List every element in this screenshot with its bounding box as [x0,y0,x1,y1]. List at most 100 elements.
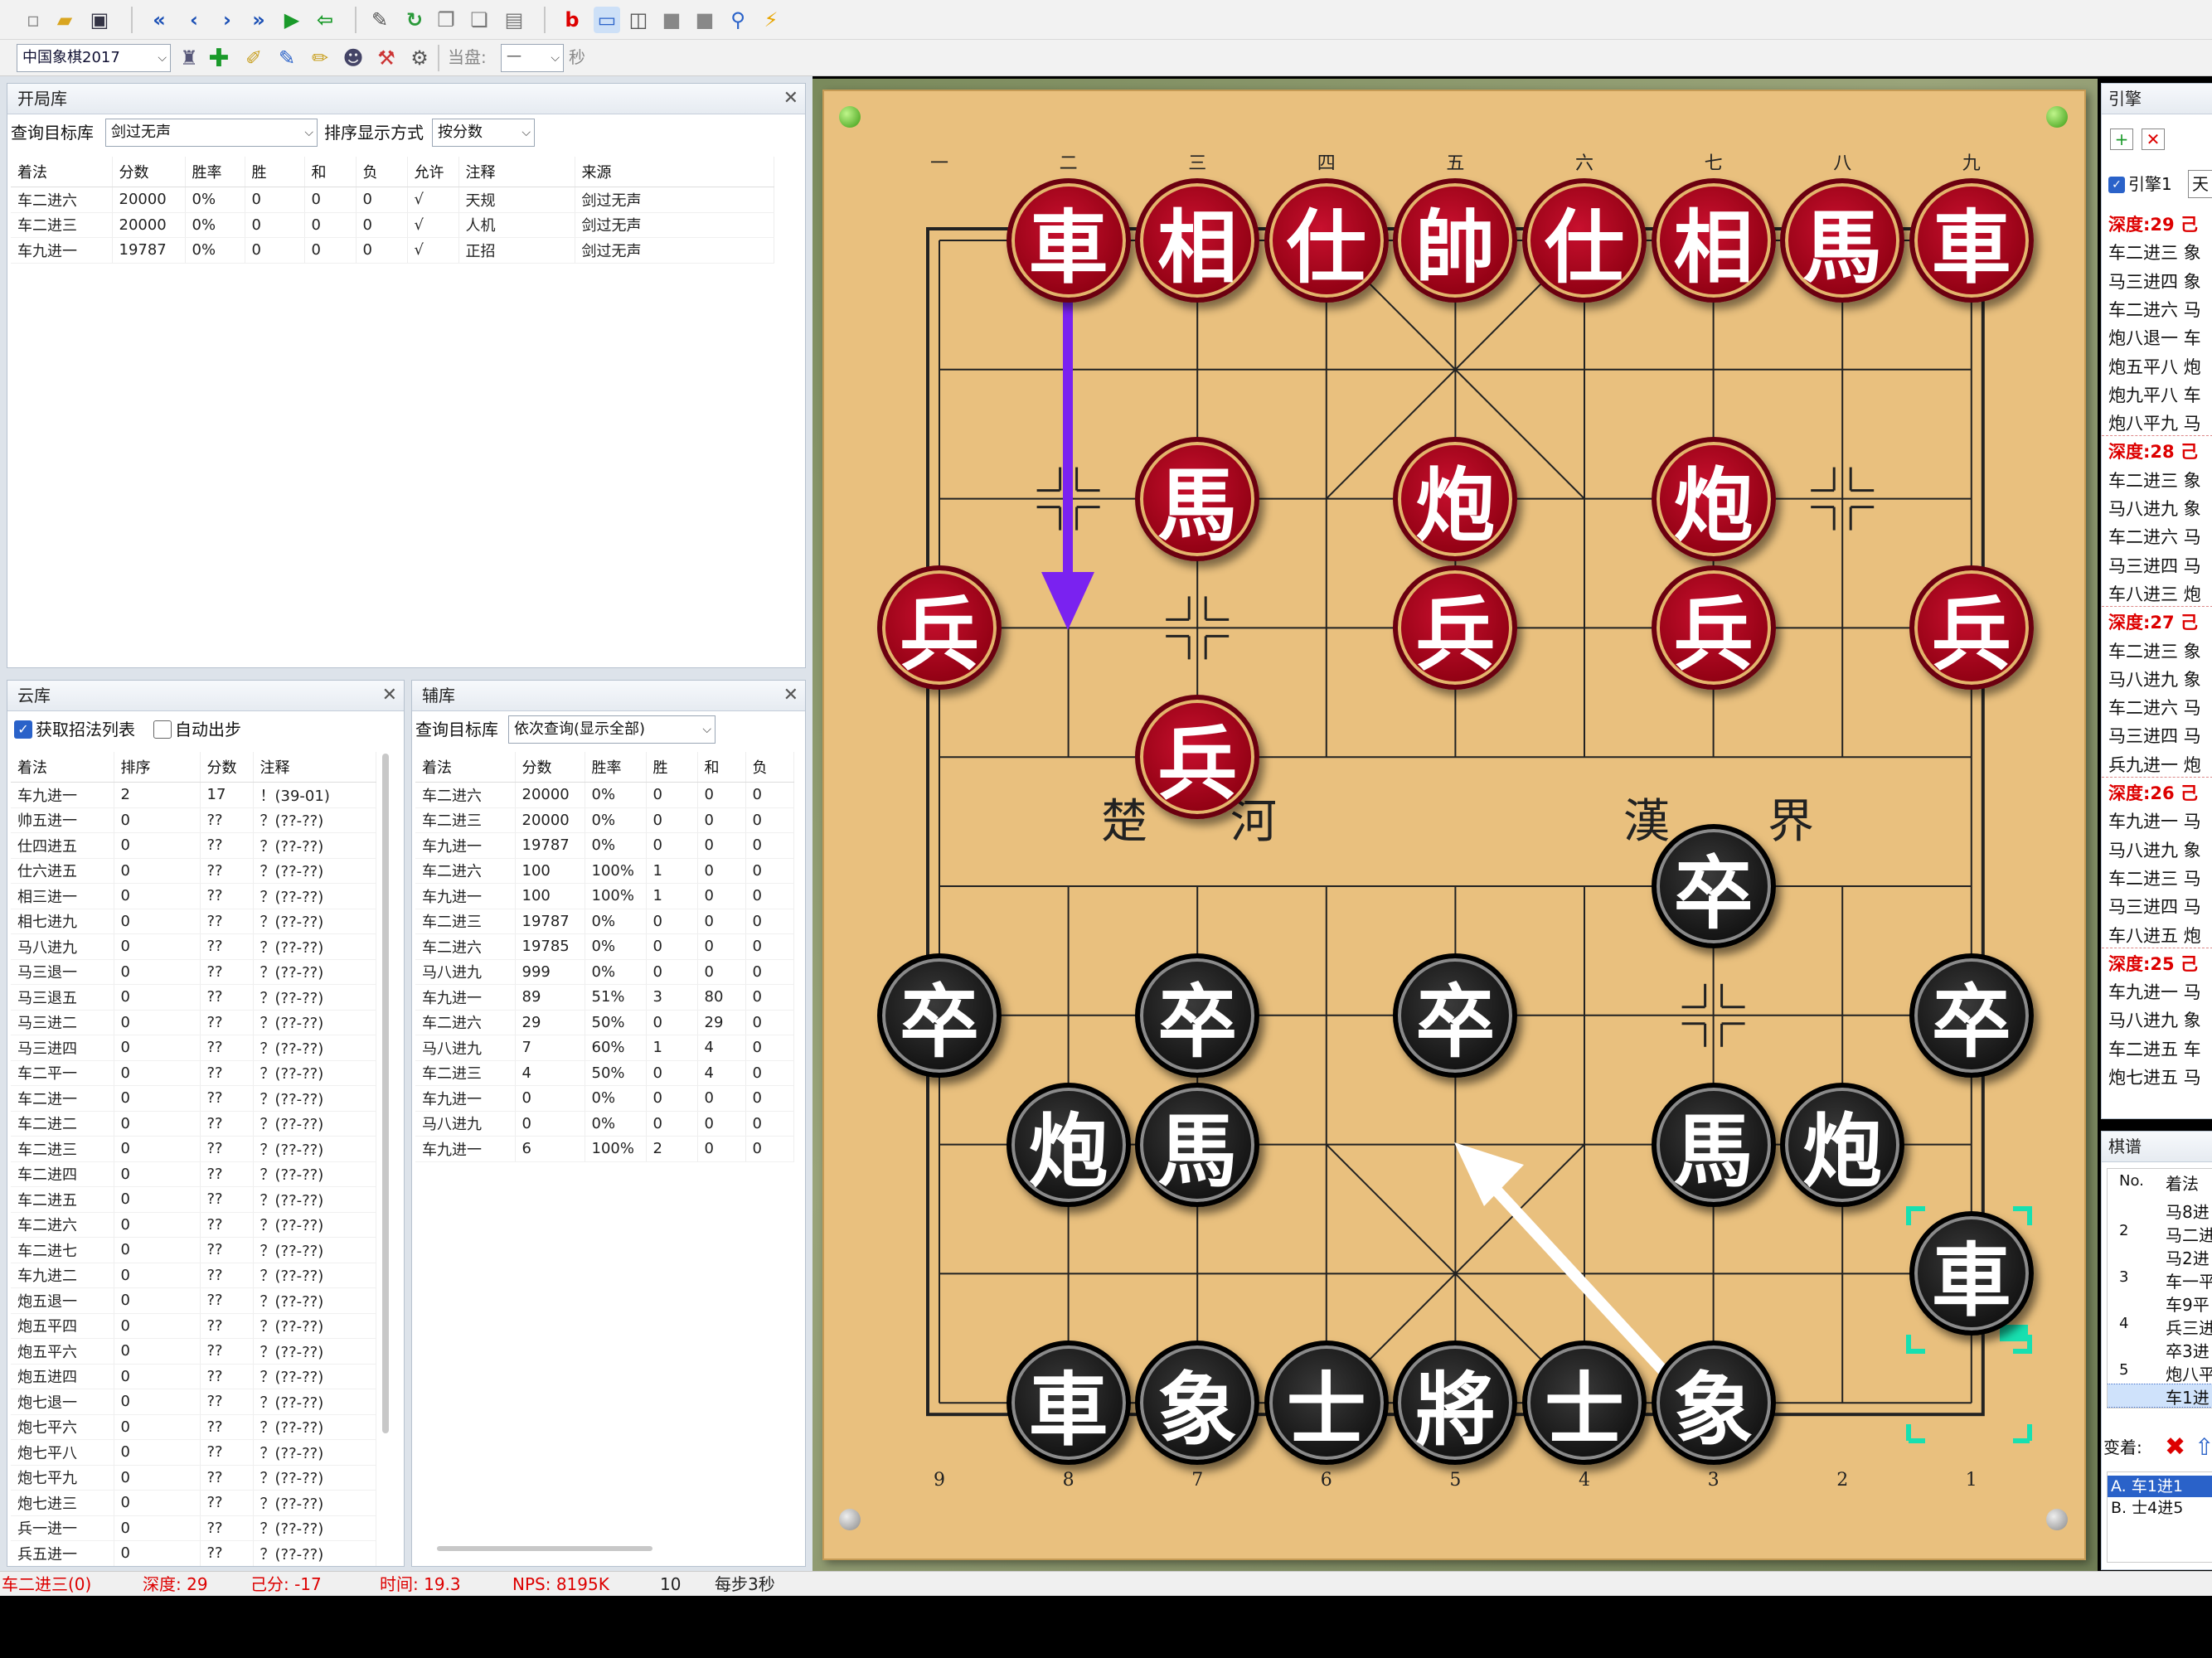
new-file-icon[interactable]: ▫ [26,8,41,32]
black-piece[interactable]: 士 [1522,1340,1647,1466]
add-icon[interactable]: ✚ [208,43,230,73]
red-piece[interactable]: 炮 [1651,436,1776,561]
variation-item[interactable]: B. 士4进5 [2111,1499,2184,1517]
aux-query-dropdown[interactable]: 依次查询(显示全部) ⌵ [508,715,716,744]
black-piece[interactable]: 象 [1135,1340,1260,1466]
red-piece[interactable]: 炮 [1393,436,1518,561]
save-icon[interactable]: ▣ [90,8,109,32]
layout-split-icon[interactable]: ◫ [628,8,648,32]
red-piece[interactable]: 兵 [1909,565,2034,691]
engine1-checkbox[interactable]: ✓ [2108,177,2125,193]
close-icon[interactable]: ✕ [783,685,798,705]
user-icon[interactable]: ☻ [342,46,364,70]
black-piece[interactable]: 卒 [1393,953,1518,1078]
black-piece[interactable]: 炮 [1780,1082,1905,1207]
record-row[interactable]: 马2进 [2108,1245,2212,1268]
copy-icon[interactable]: ❐ [437,8,455,32]
play-icon[interactable]: ▶ [284,8,300,32]
layout-single-icon[interactable]: ▭ [594,7,620,33]
lightning-icon[interactable]: ⚡ [764,8,779,32]
record-row[interactable]: 车1进 [2108,1384,2212,1408]
fetch-moves-checkbox[interactable]: ✓ [14,720,32,739]
prev-move-icon[interactable]: ‹ [190,8,198,32]
record-row[interactable]: 车9平 [2108,1292,2212,1315]
add-engine-icon[interactable]: + [2110,128,2133,150]
black-piece[interactable]: 馬 [1135,1082,1260,1207]
open-folder-icon[interactable]: ▰ [56,8,73,32]
close-icon[interactable]: ✕ [783,88,798,109]
black-piece[interactable]: 車 [1909,1211,2034,1336]
record-row[interactable]: 卒3进 [2108,1338,2212,1361]
black-piece[interactable]: 卒 [1651,824,1776,948]
black-piece[interactable]: 馬 [1651,1082,1776,1207]
black-piece[interactable]: 卒 [877,953,1002,1078]
red-piece[interactable]: 兵 [877,565,1002,691]
engine-select[interactable]: 天 [2188,170,2212,198]
query-target-dropdown[interactable]: 剑过无声 ⌵ [105,119,318,147]
red-piece[interactable]: 相 [1651,178,1776,303]
red-piece[interactable]: 兵 [1135,695,1260,820]
red-piece[interactable]: 仕 [1522,178,1647,303]
record-row[interactable]: 马8进 [2108,1199,2212,1222]
auto-move-checkbox[interactable] [153,720,172,739]
last-move-icon[interactable]: » [252,8,265,32]
refresh-icon[interactable]: ↻ [405,8,424,32]
red-piece[interactable]: 車 [1006,178,1131,303]
move-up-icon[interactable]: ⇧ [2195,1435,2212,1460]
delete-variation-icon[interactable]: ✖ [2165,1433,2186,1462]
note-icon[interactable]: ✐ [245,46,263,70]
black-piece[interactable]: 卒 [1909,953,2034,1078]
variation-item-selected[interactable]: A. 车1进1 [2108,1476,2212,1497]
hammer-icon[interactable]: ⚒ [377,46,395,70]
sort-dropdown[interactable]: 按分数 ⌵ [432,119,535,147]
red-piece[interactable]: 兵 [1651,565,1776,691]
black-piece[interactable]: 卒 [1135,953,1260,1078]
variant-dropdown[interactable]: 中国象棋2017 ⌵ [17,44,171,72]
red-piece[interactable]: 車 [1909,178,2034,303]
red-piece[interactable]: 仕 [1264,178,1389,303]
paste-icon[interactable]: ▤ [504,8,524,32]
close-icon[interactable]: ✕ [381,685,397,705]
